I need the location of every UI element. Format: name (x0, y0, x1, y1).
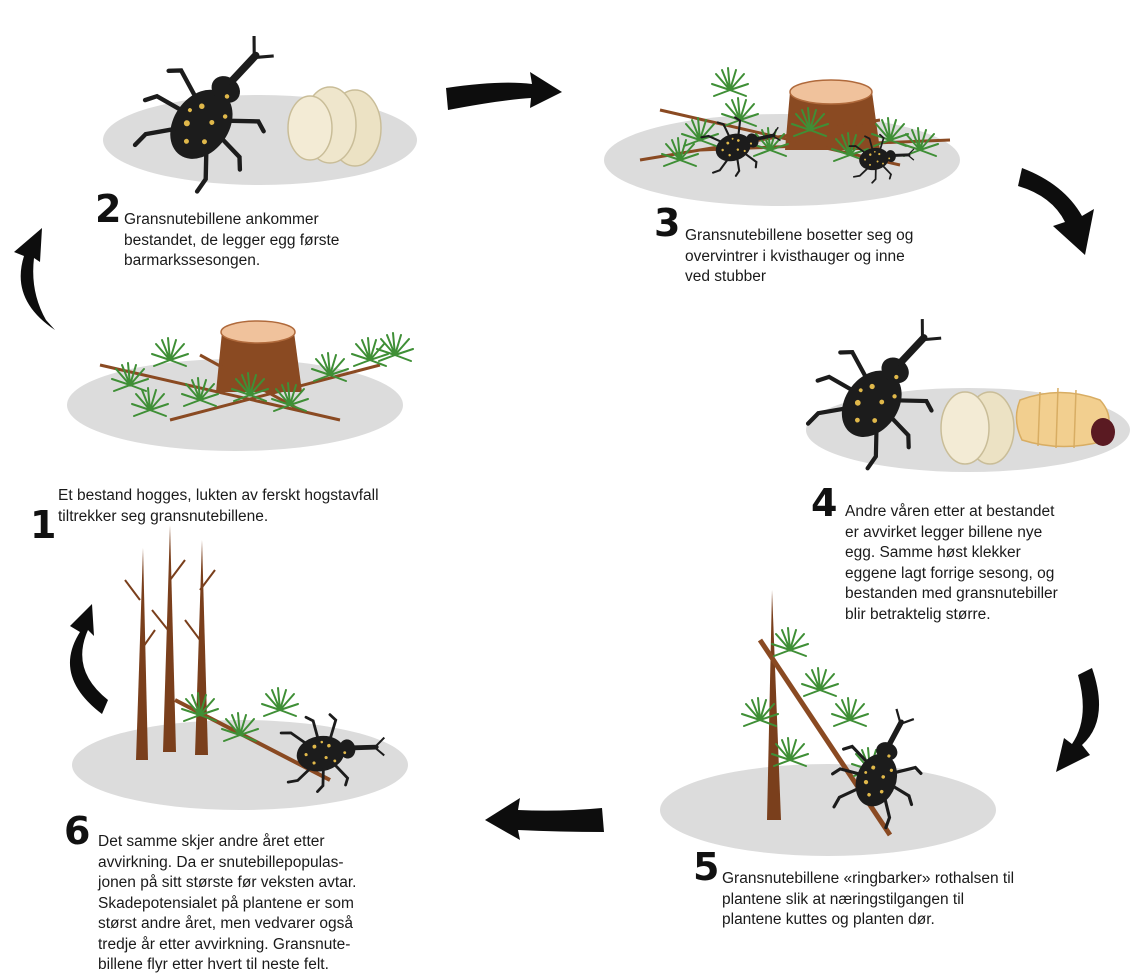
arrow-5-to-6-icon (485, 798, 604, 840)
stage-2-scene (103, 6, 417, 204)
stage-5-scene (660, 590, 996, 856)
ground-shadow (604, 114, 960, 206)
arrow-2-to-3-icon (446, 72, 562, 110)
step-5-description: Gransnutebillene «ringbarker» rothalsen … (722, 869, 1014, 931)
step-6-description: Det samme skjer andre året etter avvirkn… (98, 832, 356, 976)
step-4-description: Andre våren etter at bestandet er avvirk… (845, 502, 1058, 625)
stage-4-scene (793, 290, 1130, 481)
eggs-icon (941, 392, 1014, 464)
step-3-description: Gransnutebillene bosetter seg og overvin… (685, 226, 913, 288)
step-1-number: 1 (30, 506, 56, 544)
arrow-3-to-4-icon (1018, 168, 1094, 255)
step-6-number: 6 (64, 812, 90, 850)
step-2-description: Gransnutebillene ankommer bestandet, de … (124, 210, 339, 272)
step-2-number: 2 (95, 190, 121, 228)
tree-trunks-icon (125, 525, 215, 760)
step-4-number: 4 (811, 484, 837, 522)
larva-icon (1016, 388, 1115, 448)
stage-3-scene (604, 68, 960, 206)
arrow-1-to-2-icon (14, 228, 55, 330)
ground-shadow (660, 764, 996, 856)
stage-6-scene (72, 525, 408, 810)
step-3-number: 3 (654, 204, 680, 242)
stage-1-scene (67, 321, 413, 451)
stump-icon (785, 80, 880, 150)
arrow-6-to-1-icon (70, 604, 108, 714)
stump-icon (216, 321, 302, 392)
step-5-number: 5 (693, 848, 719, 886)
step-1-description: Et bestand hogges, lukten av ferskt hogs… (58, 486, 379, 527)
eggs-icon (288, 87, 381, 166)
arrow-4-to-5-icon (1056, 668, 1099, 772)
